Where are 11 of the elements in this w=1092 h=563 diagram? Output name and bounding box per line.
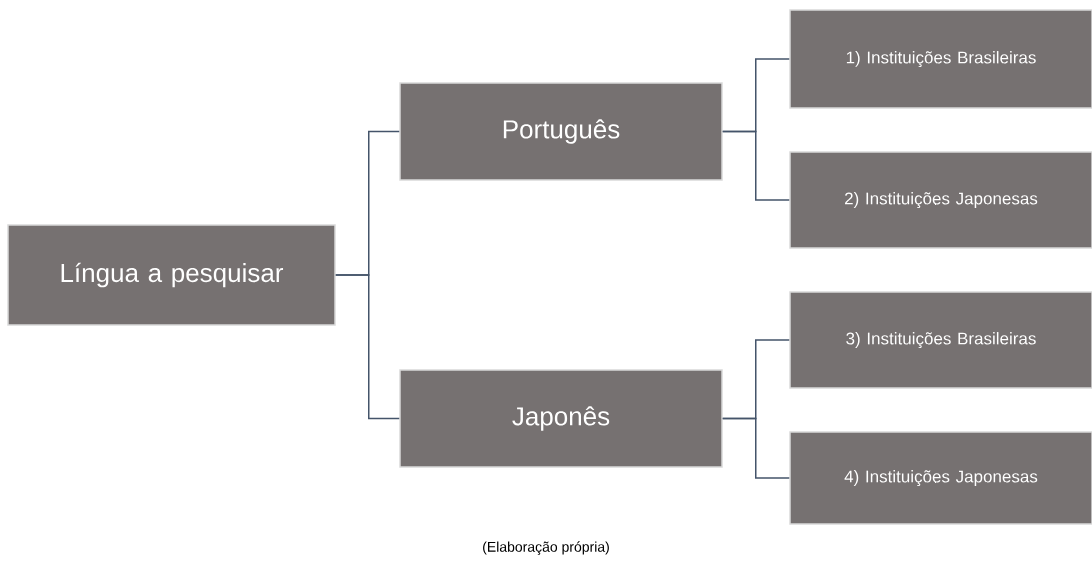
connector-line [335, 274, 400, 420]
tree-box: 1) Instituições Brasileiras [789, 9, 1092, 109]
tree-box: 3) Instituições Brasileiras [789, 291, 1092, 389]
tree-box: 2) Instituições Japonesas [789, 151, 1092, 249]
connector-line [722, 417, 790, 479]
tree-box: 4) Instituições Japonesas [789, 431, 1092, 525]
tree-box: Japonês [399, 369, 723, 468]
tree-box: Língua a pesquisar [7, 224, 336, 326]
connector-line [722, 130, 790, 201]
tree-box: Português [399, 82, 723, 181]
caption: (Elaboração própria) [483, 541, 609, 555]
